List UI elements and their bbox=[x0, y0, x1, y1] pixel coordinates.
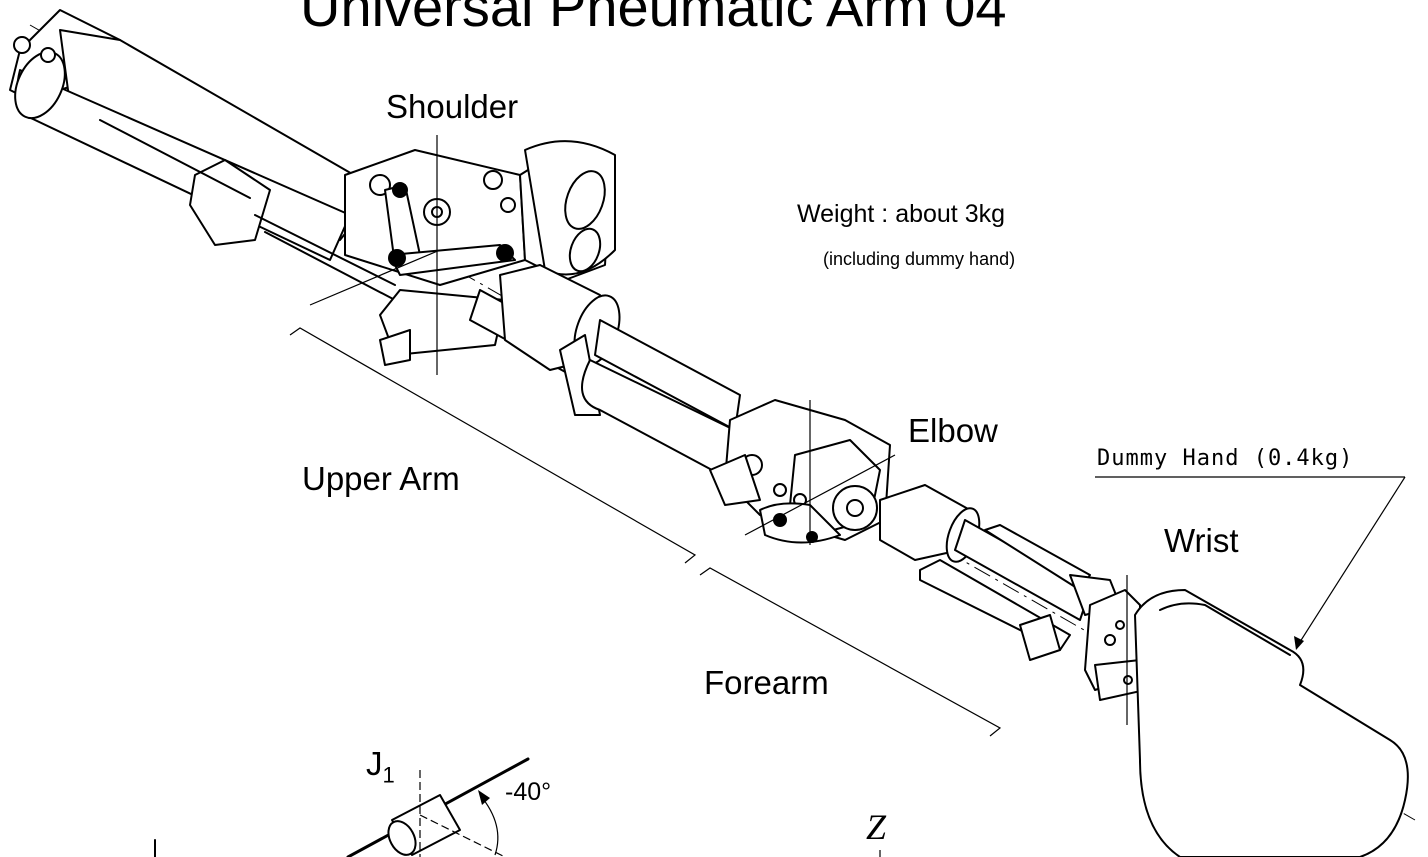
joint-symbol bbox=[154, 757, 881, 857]
joint-label: J1 bbox=[366, 745, 395, 789]
diagram-title: Universal Pneumatic Arm 04 bbox=[300, 0, 1007, 38]
forearm-tube bbox=[879, 484, 1121, 661]
weight-label: Weight : about 3kg bbox=[797, 200, 1006, 228]
angle-label: -40° bbox=[505, 778, 552, 806]
shoulder-label: Shoulder bbox=[386, 88, 519, 125]
axis-z-label: Z bbox=[866, 807, 887, 847]
shoulder-cylinder-assembly bbox=[9, 9, 396, 301]
wrist-label: Wrist bbox=[1164, 522, 1239, 559]
dummy-hand-label: Dummy Hand (0.4kg) bbox=[1097, 446, 1354, 471]
upper-arm-bracket bbox=[289, 327, 697, 564]
upper-arm-tube bbox=[469, 264, 756, 486]
weight-note-label: (including dummy hand) bbox=[823, 249, 1016, 269]
joint-letter: J bbox=[366, 745, 383, 782]
shoulder-joint bbox=[309, 135, 616, 375]
forearm-bracket bbox=[699, 567, 1002, 737]
elbow-label: Elbow bbox=[908, 412, 998, 449]
dummy-hand bbox=[1134, 589, 1409, 857]
forearm-label: Forearm bbox=[704, 664, 829, 701]
upper-arm-label: Upper Arm bbox=[302, 460, 460, 497]
dummy-hand-leader bbox=[1095, 476, 1406, 650]
elbow-joint bbox=[709, 399, 896, 545]
joint-subscript: 1 bbox=[382, 762, 395, 788]
